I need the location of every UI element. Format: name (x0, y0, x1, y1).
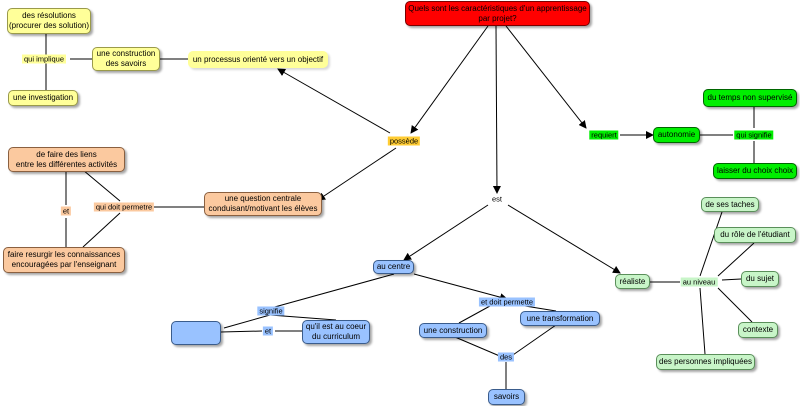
temps-node[interactable]: du temps non supervisé (703, 89, 797, 107)
personnes-text: des personnes impliquées (659, 357, 752, 366)
role-text: du rôle de l'étudiant (720, 230, 790, 239)
curriculm-node[interactable] (171, 321, 221, 345)
resolutions-node[interactable]: des résolutions (procurer des solution) (7, 8, 91, 34)
root-question-node[interactable]: Quels sont les caractéristiques d'un app… (405, 1, 590, 26)
processus-node[interactable]: un processus orienté vers un objectif (188, 51, 328, 68)
root-question-text: Quels sont les caractéristiques d'un app… (408, 3, 587, 23)
link-des: des (497, 352, 515, 362)
link-et-blue: et (262, 326, 274, 336)
au-centre-text: au centre (376, 262, 411, 271)
contexte-text: contexte (742, 325, 774, 334)
link-requiert: requiert (589, 130, 619, 140)
sujet-node[interactable]: du sujet (741, 271, 779, 287)
link-signifie: signifie (257, 306, 285, 316)
personnes-node[interactable]: des personnes impliquées (656, 354, 755, 370)
coeur-curriculum-node[interactable]: qu'il est au coeur du curriculum (302, 320, 370, 344)
realiste-node[interactable]: réaliste (615, 274, 650, 289)
au-centre-node[interactable]: au centre (373, 260, 414, 274)
link-possede: possède (387, 136, 421, 146)
role-node[interactable]: du rôle de l'étudiant (714, 227, 796, 243)
savoirs-node[interactable]: savoirs (488, 389, 525, 405)
autonomie-text: autonomie (657, 130, 696, 139)
link-qui-signifie: qui signifie (734, 130, 774, 140)
investigation-node[interactable]: une investigation (8, 90, 78, 106)
transformation-text: une transformation (526, 313, 594, 323)
link-est: est (489, 194, 505, 204)
resurgir-text: faire resurgir les connaissances encoura… (7, 250, 121, 269)
link-qui-implique: qui implique (21, 54, 67, 64)
sujet-text: du sujet (745, 274, 775, 283)
resolutions-text: des résolutions (procurer des solution) (8, 11, 90, 30)
construction-savoirs-text: une construction des savoirs (96, 49, 156, 68)
une-construction-text: une construction (423, 325, 483, 335)
contexte-node[interactable]: contexte (738, 322, 778, 338)
link-qui-doit-permetre: qui doit permetre (93, 202, 155, 212)
link-et-left: et (60, 206, 72, 216)
liens-text: de faire des liens entre les différentes… (15, 149, 118, 169)
coeur-curriculum-text: qu'il est au coeur du curriculum (305, 322, 367, 341)
savoirs-text: savoirs (493, 392, 520, 401)
question-centrale-node[interactable]: une question centrale conduisant/motivan… (204, 192, 322, 216)
processus-text: un processus orienté vers un objectif (192, 54, 324, 64)
resurgir-node[interactable]: faire resurgir les connaissances encoura… (3, 247, 125, 273)
realiste-text: réaliste (619, 276, 646, 286)
link-et-doit-permette: et doit permette (478, 297, 536, 307)
liens-node[interactable]: de faire des liens entre les différentes… (8, 147, 125, 172)
autonomie-node[interactable]: autonomie (653, 127, 700, 143)
temps-text: du temps non supervisé (707, 93, 793, 102)
choix-node[interactable]: laisser du choix choix (713, 163, 797, 179)
transformation-node[interactable]: une transformation (520, 311, 600, 326)
choix-text: laisser du choix choix (716, 166, 794, 175)
construction-savoirs-node[interactable]: une construction des savoirs (92, 47, 160, 71)
question-centrale-text: une question centrale conduisant/motivan… (208, 194, 318, 213)
taches-text: de ses taches (705, 199, 755, 209)
taches-node[interactable]: de ses taches (701, 197, 759, 212)
investigation-text: une investigation (12, 93, 74, 102)
une-construction-node[interactable]: une construction (419, 323, 487, 338)
link-au-niveau: au niveau (680, 277, 718, 287)
